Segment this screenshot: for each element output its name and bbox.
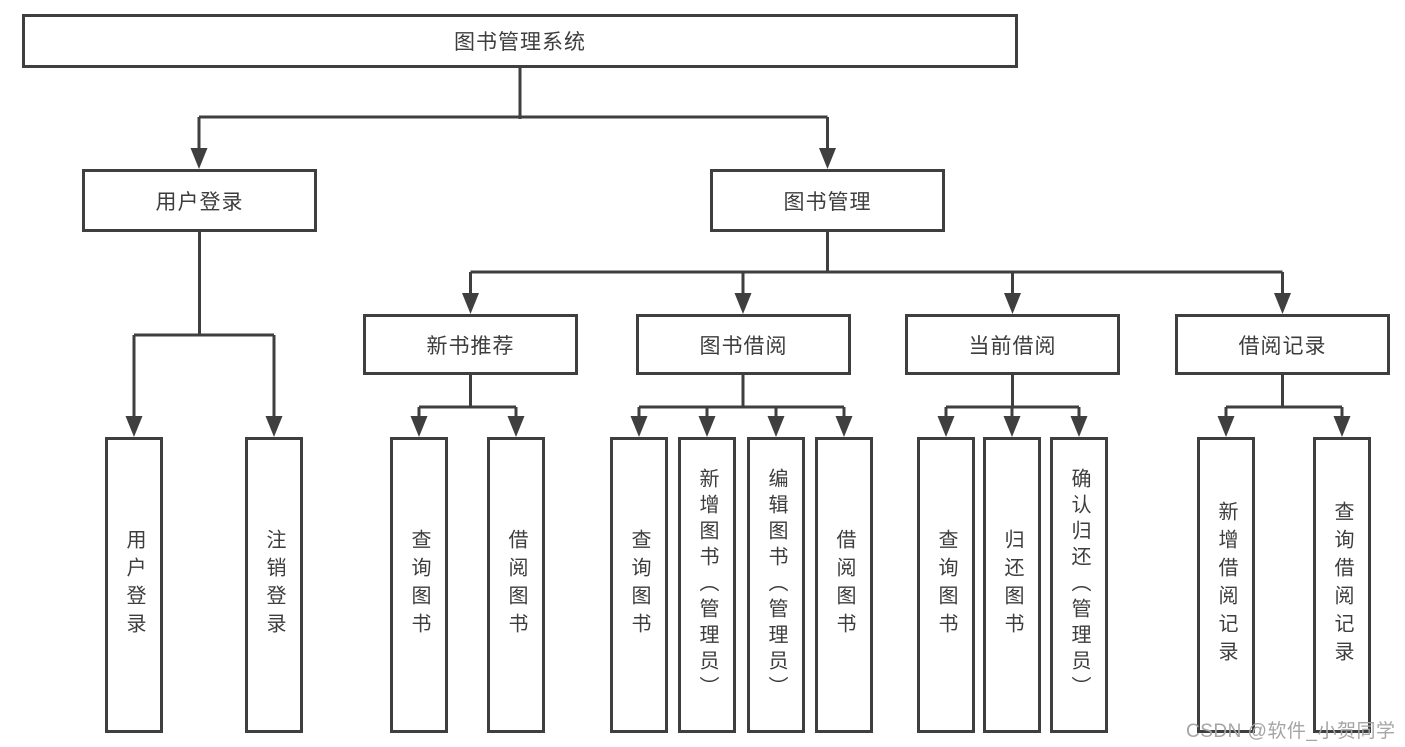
leaf-cb-return-books: 归还图书 [983,437,1041,733]
node-borrowing-records: 借阅记录 [1175,314,1390,375]
node-book-borrowing: 图书借阅 [636,314,851,375]
leaf-bb-add-books-admin: 新增图书（管理员） [678,437,736,733]
node-book-management: 图书管理 [710,169,945,232]
leaf-bb-edit-books-admin: 编辑图书（管理员） [747,437,805,733]
leaf-br-query-record: 查询借阅记录 [1313,437,1371,733]
leaf-bb-borrow-books: 借阅图书 [815,437,873,733]
node-root: 图书管理系统 [22,14,1018,68]
leaf-nbr-borrow-books: 借阅图书 [487,437,545,733]
watermark-text: CSDN @软件_小贺同学 [1186,721,1396,742]
leaf-bb-query-books: 查询图书 [610,437,668,733]
leaf-br-add-record: 新增借阅记录 [1197,437,1255,733]
leaf-nbr-query-books: 查询图书 [390,437,448,733]
node-new-book-recommendation: 新书推荐 [363,314,578,375]
node-user-login: 用户登录 [82,169,317,232]
leaf-cb-confirm-return-admin: 确认归还（管理员） [1050,437,1108,733]
node-current-borrowing: 当前借阅 [905,314,1120,375]
leaf-cb-query-books: 查询图书 [917,437,975,733]
leaf-logout: 注销登录 [245,437,303,733]
leaf-user-login: 用户登录 [105,437,163,733]
